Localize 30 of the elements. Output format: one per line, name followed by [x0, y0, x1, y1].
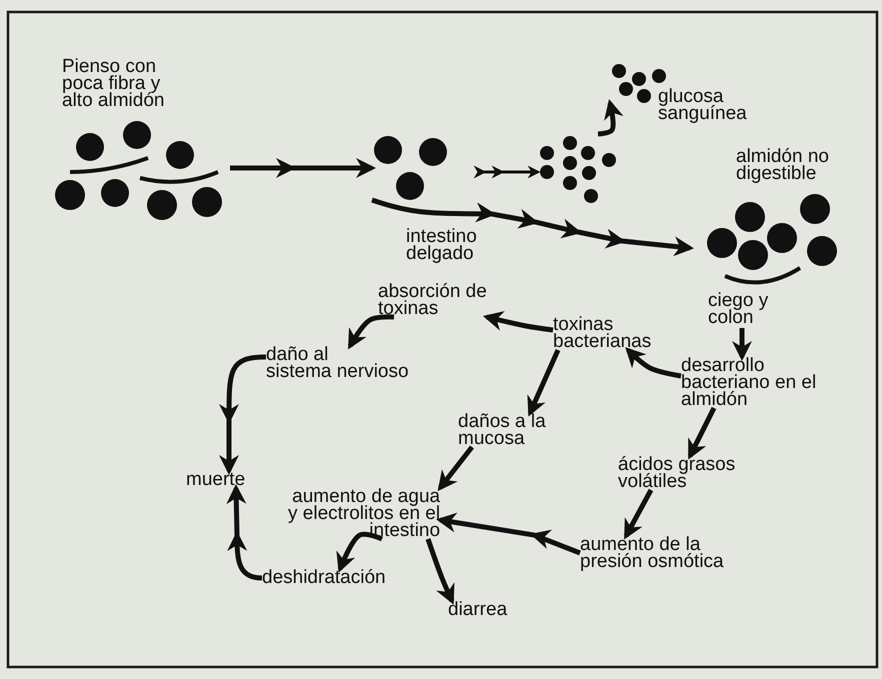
process-label: aumento de la presión osmótica — [580, 536, 724, 570]
arrow — [624, 488, 654, 540]
arrow — [371, 198, 694, 256]
arrow — [527, 348, 560, 417]
process-label: intestino delgado — [406, 228, 477, 262]
arrow — [474, 166, 540, 178]
arrow — [219, 354, 266, 475]
arrow — [436, 512, 581, 556]
process-label: daño al sistema nervioso — [266, 346, 409, 380]
process-label: almidón no digestible — [736, 148, 829, 182]
arrow — [625, 347, 682, 378]
arrow — [438, 445, 474, 492]
process-label: desarrollo bacteriano en el almidón — [681, 357, 816, 408]
arrow — [732, 328, 752, 361]
process-label: deshidratación — [262, 569, 386, 586]
arrow — [230, 158, 376, 178]
arrow — [348, 314, 394, 350]
process-label: absorción de toxinas — [378, 283, 487, 317]
process-label: aumento de agua y electrolitos en el intestino — [288, 488, 440, 539]
process-label: Pienso con poca fibra y alto almidón — [62, 58, 164, 109]
process-label: muerte — [186, 471, 246, 488]
process-label: ácidos grasos volátiles — [618, 456, 736, 490]
process-label: glucosa sanguínea — [658, 88, 747, 122]
process-label: toxinas bacterianas — [553, 316, 652, 350]
arrow — [482, 311, 554, 332]
process-label: daños a la mucosa — [458, 413, 546, 447]
process-label: ciego y colon — [708, 292, 768, 326]
arrow — [426, 538, 454, 605]
process-label: diarrea — [448, 601, 508, 618]
arrow — [688, 406, 716, 460]
